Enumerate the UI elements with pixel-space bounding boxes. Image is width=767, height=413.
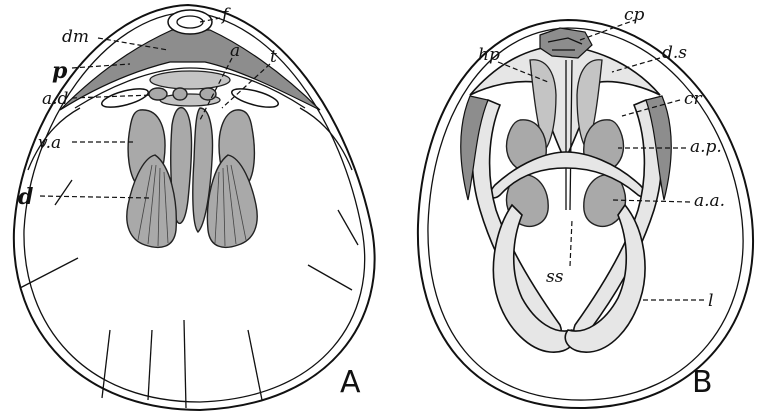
foramen <box>168 10 212 34</box>
panel-b-dorsal-valve: cp hp d.s cr a.p. a.a. ss l B <box>418 5 753 408</box>
adjustor-scar-1 <box>149 88 167 100</box>
label-d: d <box>18 184 33 210</box>
label-ss: ss <box>546 267 564 287</box>
panel-letter-b: B <box>692 365 713 400</box>
label-ad: a.d <box>42 89 69 109</box>
adjustor-scar-2 <box>173 88 187 100</box>
label-cp: cp <box>624 5 645 25</box>
label-dm: dm <box>62 27 89 47</box>
pedicle-muscle-scar <box>150 71 230 89</box>
label-p: p <box>52 58 68 84</box>
label-hp: hp <box>478 45 500 65</box>
label-ap: a.p. <box>690 137 722 157</box>
label-va: v.a <box>38 133 61 153</box>
label-a: a <box>230 41 240 61</box>
label-l: l <box>708 291 713 311</box>
label-aa: a.a. <box>694 191 725 211</box>
panel-a-ventral-valve: dm f a t p a.d v.a d A <box>14 5 375 410</box>
label-t: t <box>270 47 277 67</box>
panel-letter-a: A <box>340 365 361 400</box>
label-ds: d.s <box>662 43 687 63</box>
label-cr: cr <box>684 89 703 109</box>
